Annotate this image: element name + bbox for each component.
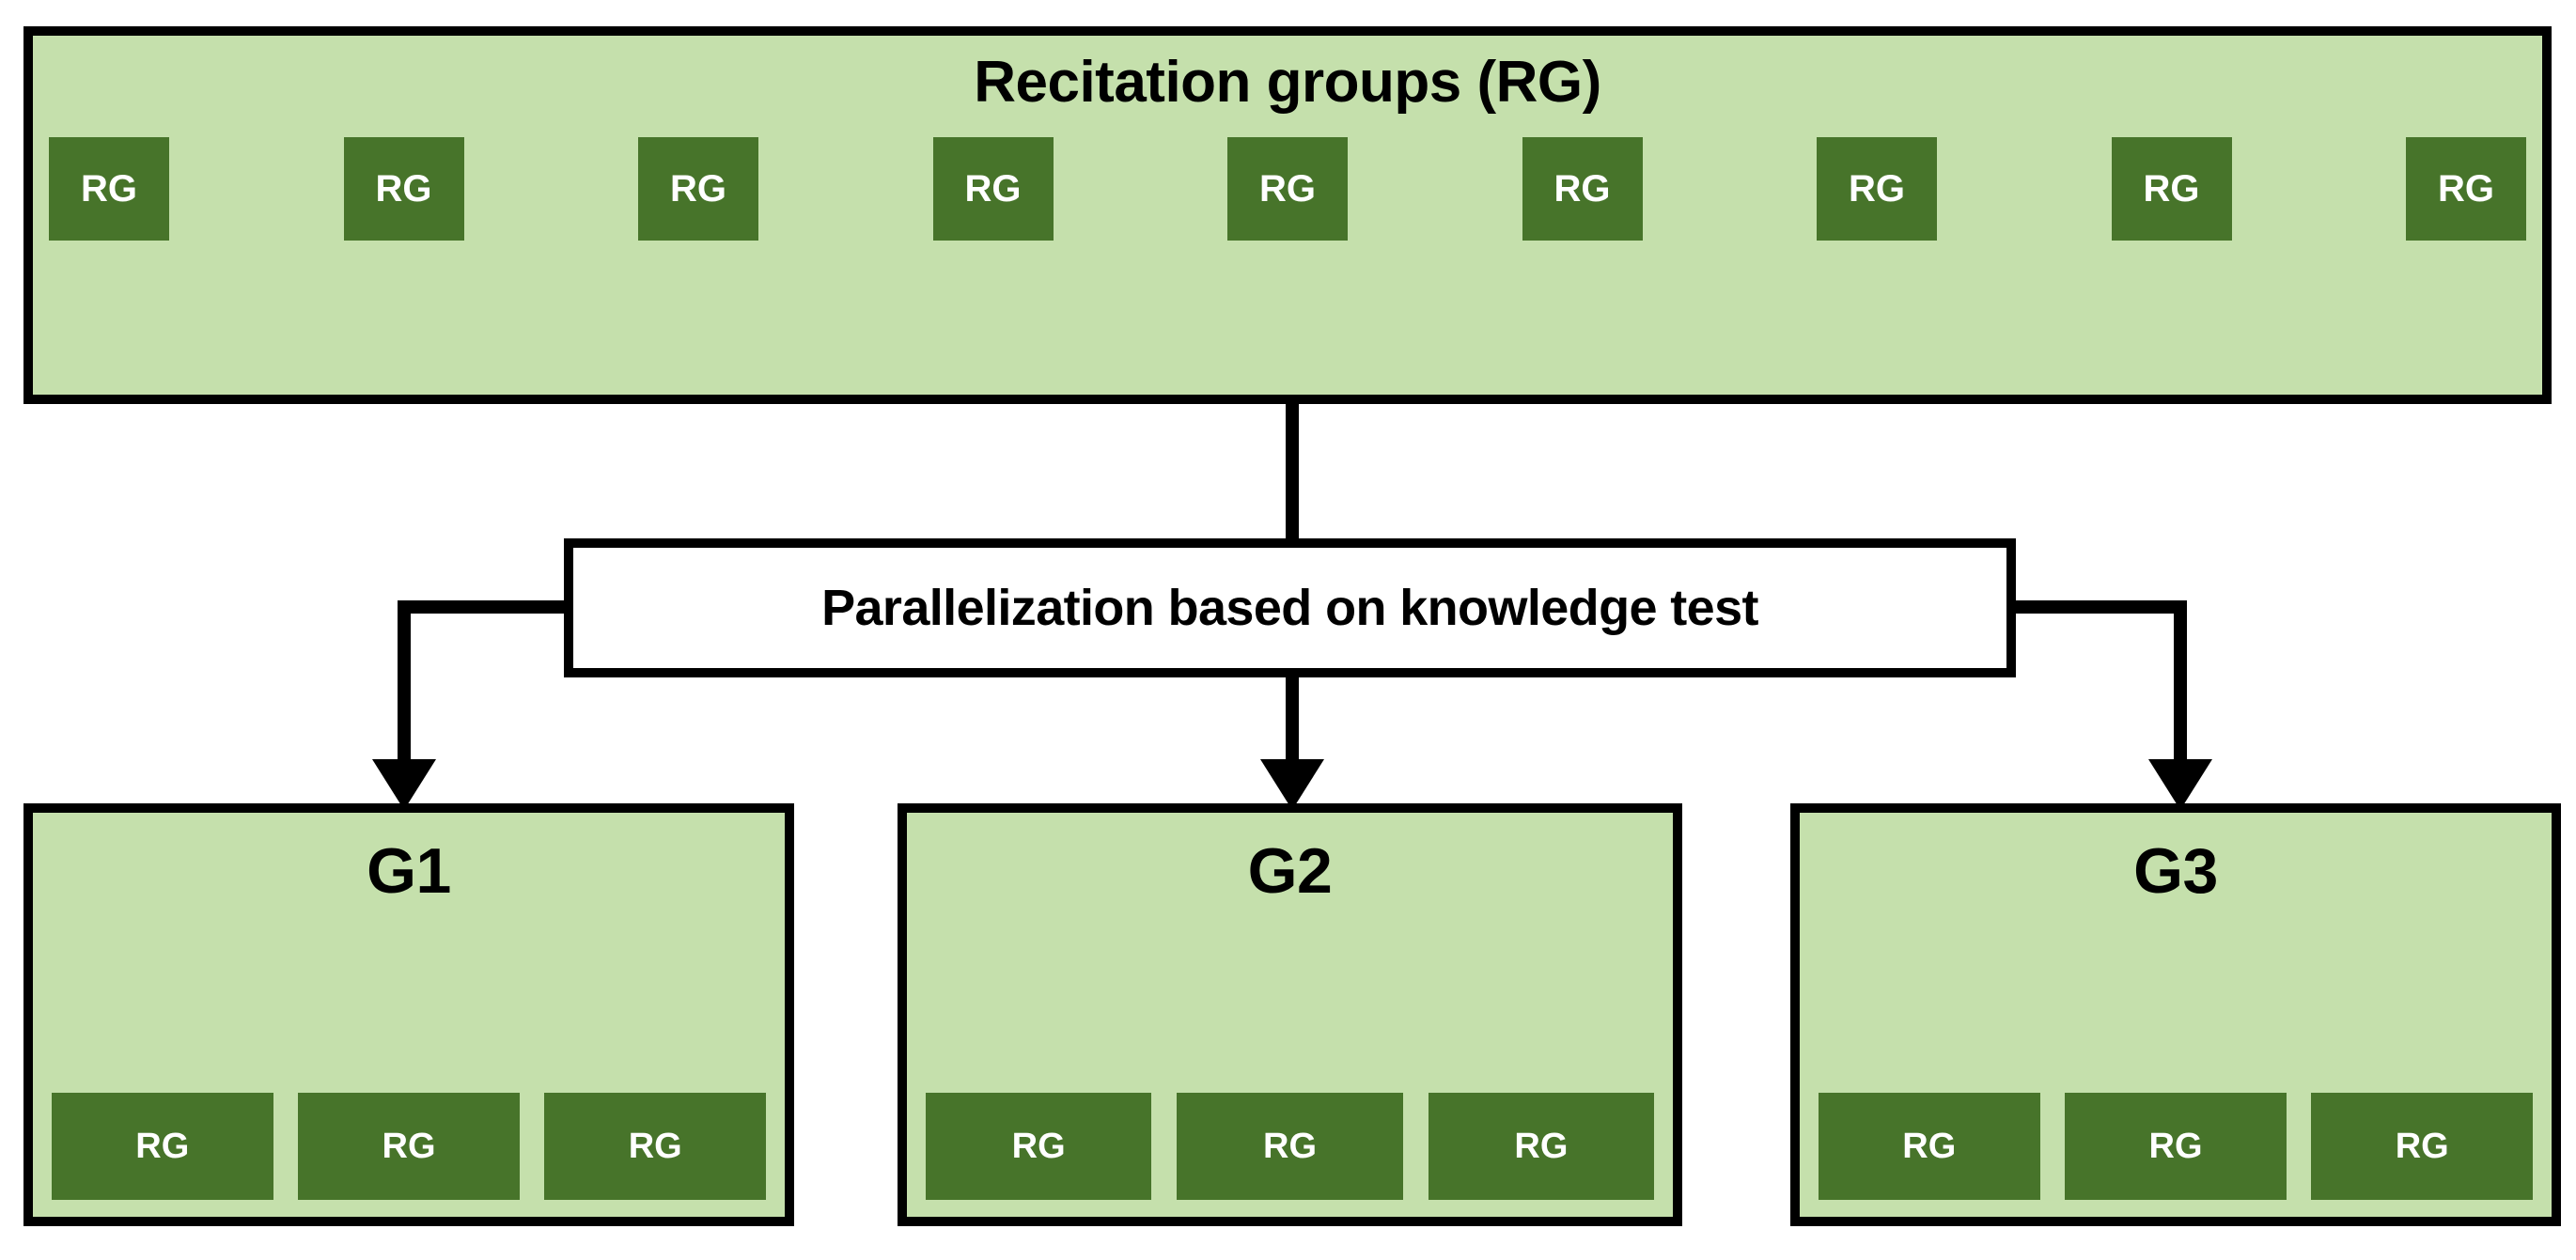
group-title-g2: G2	[1247, 835, 1333, 907]
rg-chip: RG	[1177, 1093, 1403, 1200]
group-chip-row-g1: RG RG RG	[52, 1093, 766, 1200]
arrowhead-g1-icon	[372, 759, 436, 810]
group-chip-row-g3: RG RG RG	[1819, 1093, 2533, 1200]
rg-chip: RG	[49, 137, 169, 241]
rg-chip: RG	[343, 137, 464, 241]
rg-chip: RG	[2111, 137, 2232, 241]
connector-process-to-g3	[2016, 600, 2187, 770]
recitation-groups-chip-row: RG RG RG RG RG RG RG RG RG	[49, 137, 2526, 241]
rg-chip: RG	[1428, 1093, 1654, 1200]
group-title-g1: G1	[367, 835, 451, 907]
group-box-g1: G1 RG RG RG	[23, 803, 794, 1226]
rg-chip: RG	[2311, 1093, 2533, 1200]
page-title: Recitation groups (RG)	[974, 50, 1601, 115]
rg-chip: RG	[638, 137, 758, 241]
group-chip-row-g2: RG RG RG	[926, 1093, 1654, 1200]
rg-chip: RG	[2065, 1093, 2287, 1200]
rg-chip: RG	[544, 1093, 766, 1200]
group-box-g3: G3 RG RG RG	[1790, 803, 2561, 1226]
connector-process-to-g1	[398, 600, 564, 770]
rg-chip: RG	[1227, 137, 1348, 241]
rg-chip: RG	[926, 1093, 1152, 1200]
arrowhead-g3-icon	[2148, 759, 2212, 810]
rg-chip: RG	[1819, 1093, 2040, 1200]
rg-chip: RG	[1817, 137, 1937, 241]
parallelization-label: Parallelization based on knowledge test	[821, 580, 1758, 636]
rg-chip: RG	[52, 1093, 273, 1200]
group-title-g3: G3	[2133, 835, 2218, 907]
arrowhead-g2-icon	[1260, 759, 1324, 810]
rg-chip: RG	[1522, 137, 1643, 241]
group-box-g2: G2 RG RG RG	[898, 803, 1682, 1226]
recitation-groups-container: Recitation groups (RG) RG RG RG RG RG RG…	[23, 26, 2552, 404]
parallelization-process-box: Parallelization based on knowledge test	[564, 538, 2016, 677]
rg-chip: RG	[2406, 137, 2526, 241]
rg-chip: RG	[298, 1093, 520, 1200]
rg-chip: RG	[932, 137, 1054, 241]
